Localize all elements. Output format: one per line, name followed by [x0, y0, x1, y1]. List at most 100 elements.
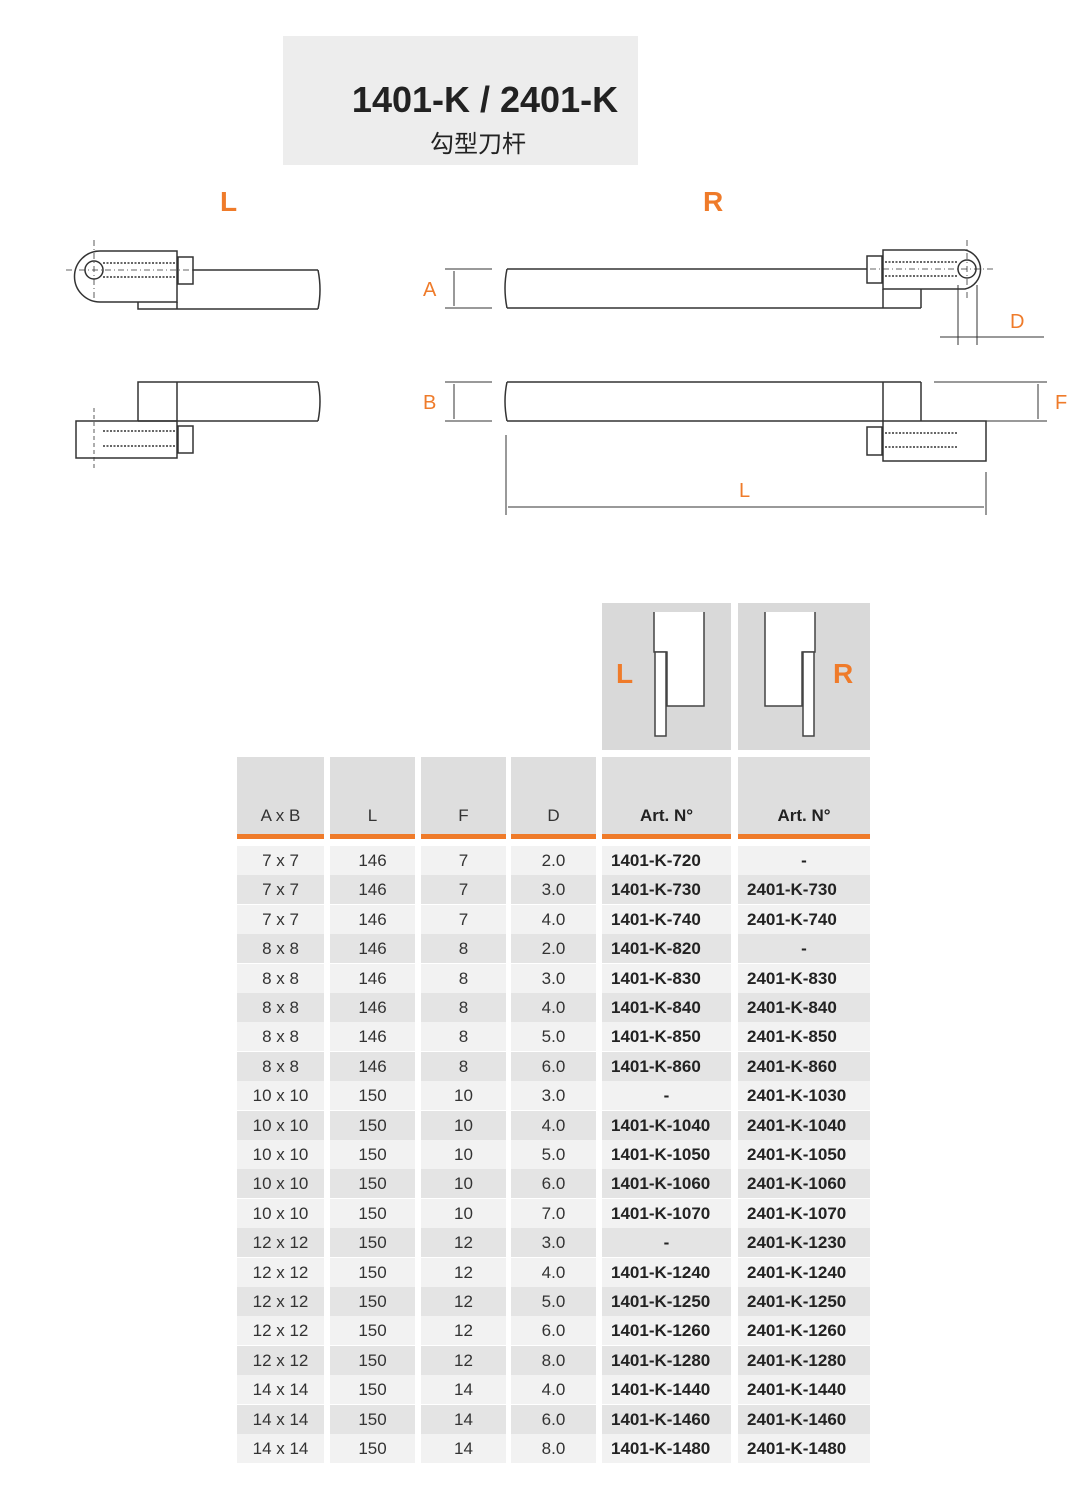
table-cell: 10 x 10 — [237, 1140, 324, 1169]
table-cell: 14 x 14 — [237, 1405, 324, 1434]
image-label-left: L — [616, 658, 634, 689]
table-cell: - — [602, 1228, 731, 1257]
dim-b-label: B — [423, 392, 437, 414]
table-cell: 10 — [421, 1081, 506, 1110]
dim-l-label: L — [739, 480, 751, 502]
column-header-label: F — [458, 806, 469, 825]
table-cell: 1401-K-1250 — [602, 1287, 731, 1316]
table-cell: 10 — [421, 1111, 506, 1140]
table-cell: 2401-K-840 — [738, 993, 870, 1022]
table-cell: 146 — [330, 846, 415, 875]
column-header: Art. N° — [602, 757, 731, 839]
table-cell: 8 — [421, 1022, 506, 1051]
table-cell: 1401-K-1460 — [602, 1405, 731, 1434]
table-cell: 12 x 12 — [237, 1316, 324, 1345]
table-cell: 2401-K-1240 — [738, 1258, 870, 1287]
table-cell: 1401-K-740 — [602, 905, 731, 934]
table-cell: 150 — [330, 1434, 415, 1463]
table-cell: 1401-K-840 — [602, 993, 731, 1022]
table-cell: 146 — [330, 905, 415, 934]
table-cell: 150 — [330, 1405, 415, 1434]
left-bottom-view — [75, 381, 321, 468]
table-cell: 1401-K-1240 — [602, 1258, 731, 1287]
table-cell: 146 — [330, 1052, 415, 1081]
table-cell: 146 — [330, 934, 415, 963]
title-box — [283, 36, 638, 165]
table-cell: 1401-K-720 — [602, 846, 731, 875]
table-cell: 12 — [421, 1287, 506, 1316]
table-cell: 1401-K-1280 — [602, 1346, 731, 1375]
table-cell: 150 — [330, 1199, 415, 1228]
column-header-label: A x B — [260, 806, 301, 825]
table-cell: - — [738, 846, 870, 875]
table-cell: 150 — [330, 1375, 415, 1404]
table-cell: 12 x 12 — [237, 1287, 324, 1316]
table-cell: 7 x 7 — [237, 846, 324, 875]
dim-f-label: F — [1055, 392, 1068, 414]
table-cell: 3.0 — [511, 1081, 596, 1110]
column-header-label: Art. N° — [777, 806, 831, 825]
table-cell: 1401-K-820 — [602, 934, 731, 963]
table-cell: 7 — [421, 905, 506, 934]
table-cell: 3.0 — [511, 1228, 596, 1257]
table-cell: 14 x 14 — [237, 1375, 324, 1404]
table-cell: 2401-K-1260 — [738, 1316, 870, 1345]
table-cell: 8.0 — [511, 1346, 596, 1375]
table-cell: 12 — [421, 1316, 506, 1345]
table-cell: 10 — [421, 1140, 506, 1169]
column-header: D — [511, 757, 596, 839]
table-cell: 7 — [421, 846, 506, 875]
column-header-label: D — [547, 806, 560, 825]
table-cell: 3.0 — [511, 964, 596, 993]
table-cell: 2401-K-1230 — [738, 1228, 870, 1257]
table-cell: 2401-K-830 — [738, 964, 870, 993]
table-cell: 1401-K-830 — [602, 964, 731, 993]
table-cell: 2401-K-1030 — [738, 1081, 870, 1110]
table-cell: - — [602, 1081, 731, 1110]
table-cell: 146 — [330, 964, 415, 993]
table-cell: 1401-K-1480 — [602, 1434, 731, 1463]
table-cell: 146 — [330, 993, 415, 1022]
table-cell: 8 — [421, 993, 506, 1022]
table-cell: 7 x 7 — [237, 875, 324, 904]
table-cell: 150 — [330, 1111, 415, 1140]
table-cell: 4.0 — [511, 1111, 596, 1140]
table-cell: 12 x 12 — [237, 1346, 324, 1375]
table-cell: 150 — [330, 1316, 415, 1345]
table-cell: 6.0 — [511, 1405, 596, 1434]
table-cell: 1401-K-1060 — [602, 1169, 731, 1198]
table-cell: 5.0 — [511, 1140, 596, 1169]
table-cell: 150 — [330, 1228, 415, 1257]
table-cell: 6.0 — [511, 1316, 596, 1345]
table-cell: 12 x 12 — [237, 1228, 324, 1257]
table-cell: 8 x 8 — [237, 934, 324, 963]
table-cell: 6.0 — [511, 1052, 596, 1081]
table-cell: 5.0 — [511, 1022, 596, 1051]
table-cell: 8 — [421, 964, 506, 993]
table-cell: 10 x 10 — [237, 1169, 324, 1198]
table-cell: 10 x 10 — [237, 1199, 324, 1228]
table-cell: 8 x 8 — [237, 964, 324, 993]
table-cell: 1401-K-1040 — [602, 1111, 731, 1140]
table-cell: 2401-K-730 — [738, 875, 870, 904]
page-title: 1401-K / 2401-K — [351, 79, 619, 120]
column-header-label: L — [367, 806, 378, 825]
left-view-label: L — [220, 186, 238, 217]
table-cell: 2401-K-1040 — [738, 1111, 870, 1140]
table-cell: 2401-K-1060 — [738, 1169, 870, 1198]
table-cell: 150 — [330, 1140, 415, 1169]
right-top-view — [445, 240, 1044, 345]
